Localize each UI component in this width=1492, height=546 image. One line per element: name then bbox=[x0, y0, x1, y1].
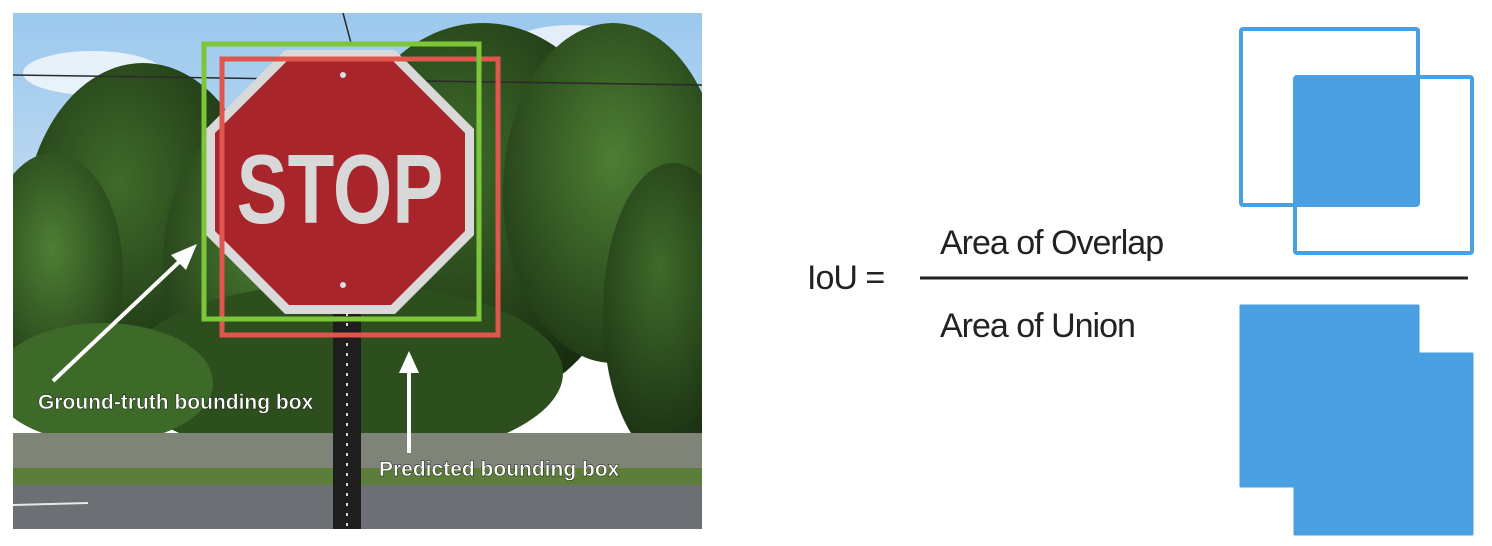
numerator-text: Area of Overlap bbox=[940, 224, 1163, 262]
stop-sign-text: STOP bbox=[237, 134, 444, 244]
predicted-arrow bbox=[399, 351, 419, 453]
union-illustration bbox=[1239, 304, 1474, 536]
ground-truth-label: Ground-truth bounding box bbox=[38, 391, 314, 414]
iou-formula: IoU = Area of Overlap Area of Union bbox=[800, 0, 1492, 546]
denominator-text: Area of Union bbox=[940, 307, 1135, 345]
ground-truth-arrow bbox=[51, 244, 197, 383]
overlap-illustration bbox=[1239, 27, 1474, 255]
ground-truth-bounding-box bbox=[201, 41, 482, 322]
stop-sign-photo: STOP Ground-truth bounding box Predicted… bbox=[13, 13, 702, 529]
power-line bbox=[342, 13, 352, 44]
union-region bbox=[1239, 304, 1474, 536]
overlap-region bbox=[1295, 77, 1418, 205]
road-marking bbox=[13, 502, 89, 506]
predicted-label: Predicted bounding box bbox=[379, 458, 620, 481]
predicted-bounding-box bbox=[219, 56, 501, 338]
iou-lhs: IoU = bbox=[807, 259, 884, 297]
stop-sign: STOP bbox=[206, 50, 474, 314]
